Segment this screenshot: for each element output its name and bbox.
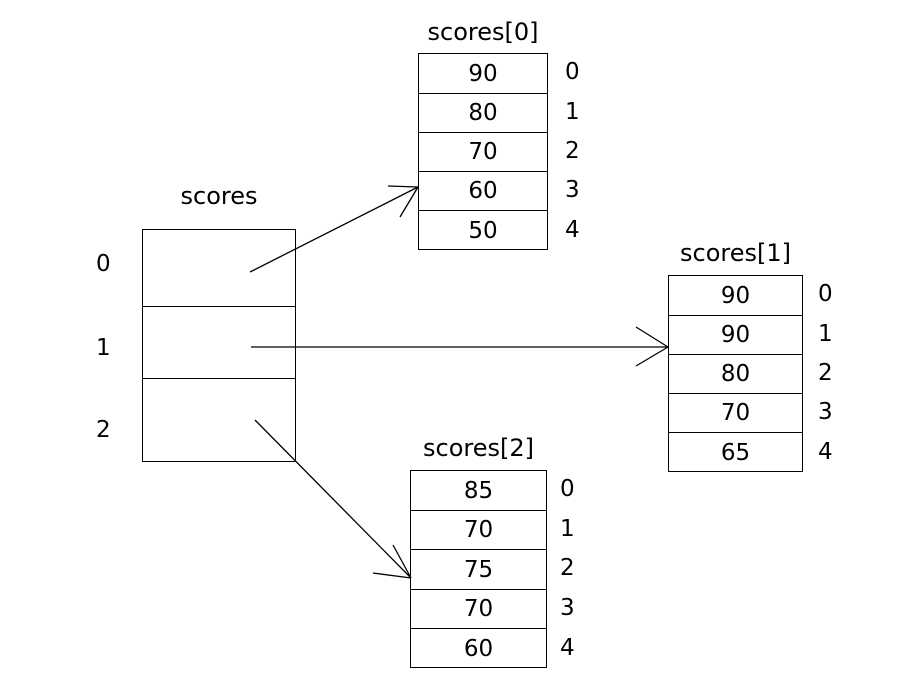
scores-2-title: scores[2] bbox=[423, 434, 534, 462]
scores-1-cell-0[interactable]: 90 bbox=[669, 276, 802, 316]
scores-1-cell-1[interactable]: 90 bbox=[669, 316, 802, 355]
scores-0-index-3: 3 bbox=[565, 177, 580, 203]
scores-0-cell-4[interactable]: 50 bbox=[468, 218, 498, 244]
pointer-array-title: scores bbox=[180, 182, 258, 210]
scores-1-cell-2[interactable]: 80 bbox=[669, 355, 802, 394]
scores-2-index-1: 1 bbox=[560, 516, 575, 542]
scores-2-cell-3[interactable]: 70 bbox=[411, 590, 546, 629]
scores-1-box: 90 90 80 70 65 bbox=[668, 275, 803, 472]
scores-0-cell-2[interactable]: 70 bbox=[419, 133, 547, 172]
scores-1-index-2: 2 bbox=[818, 360, 833, 386]
scores-0-index-0: 0 bbox=[565, 59, 580, 85]
scores-1-title: scores[1] bbox=[680, 239, 791, 267]
scores-1-cell-4[interactable]: 65 bbox=[720, 440, 751, 466]
scores-0-title: scores[0] bbox=[427, 18, 539, 46]
scores-2-index-3: 3 bbox=[560, 595, 575, 621]
pointer-array-box bbox=[142, 229, 296, 462]
scores-1-index-1: 1 bbox=[818, 321, 833, 347]
scores-0-cell-1[interactable]: 80 bbox=[419, 94, 547, 133]
scores-2-index-4: 4 bbox=[560, 635, 575, 661]
scores-0-index-1: 1 bbox=[565, 99, 580, 125]
scores-0-box: 90 80 70 60 50 bbox=[418, 53, 548, 250]
scores-0-cell-0[interactable]: 90 bbox=[419, 54, 547, 94]
arrow-to-scores-1 bbox=[251, 326, 669, 367]
scores-2-cell-4[interactable]: 60 bbox=[463, 636, 494, 662]
scores-1-index-0: 0 bbox=[818, 281, 833, 307]
scores-0-index-4: 4 bbox=[565, 217, 580, 243]
scores-2-cell-2[interactable]: 75 bbox=[411, 550, 546, 590]
scores-2-box: 85 70 75 70 60 bbox=[410, 470, 547, 668]
pointer-index-0: 0 bbox=[96, 251, 111, 277]
scores-1-index-4: 4 bbox=[818, 439, 833, 465]
scores-0-cell-3[interactable]: 60 bbox=[419, 172, 547, 211]
scores-2-index-0: 0 bbox=[560, 476, 575, 502]
pointer-index-2: 2 bbox=[96, 417, 111, 443]
pointer-cell-1[interactable] bbox=[143, 307, 295, 379]
scores-2-cell-0[interactable]: 85 bbox=[411, 471, 546, 511]
scores-1-cell-3[interactable]: 70 bbox=[669, 394, 802, 433]
scores-2-cell-1[interactable]: 70 bbox=[411, 511, 546, 550]
pointer-cell-0[interactable] bbox=[143, 230, 295, 307]
scores-1-index-3: 3 bbox=[818, 399, 833, 425]
scores-0-index-2: 2 bbox=[565, 138, 580, 164]
pointer-index-1: 1 bbox=[96, 335, 111, 361]
scores-2-index-2: 2 bbox=[560, 555, 575, 581]
pointer-cell-2[interactable] bbox=[143, 379, 295, 460]
